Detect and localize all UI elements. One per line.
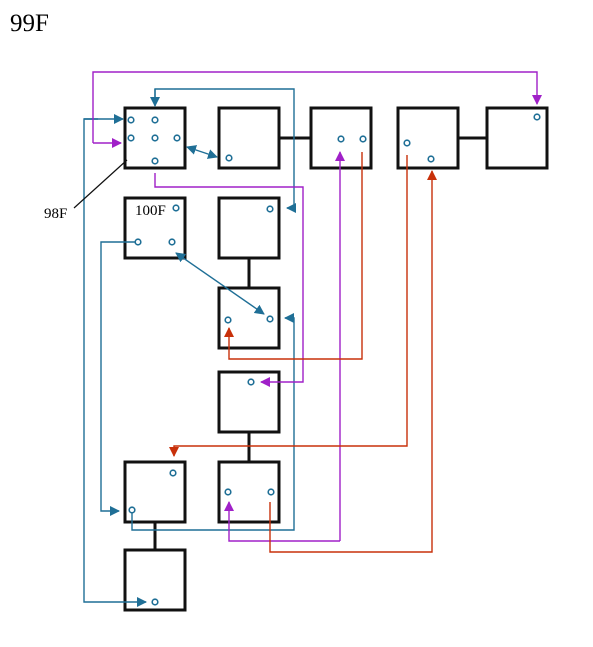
purple-wire-box3-box10: [224, 501, 340, 542]
blue-wire-box6-to-box11: [100, 241, 138, 516]
red-wire-box4-box11: [169, 155, 408, 457]
callout-leader-98: [73, 159, 128, 209]
callout-label-98: 98F: [44, 206, 67, 222]
purple-wire-box1-box9: [154, 173, 304, 387]
figure-label: 99F: [10, 10, 49, 37]
blue-wire-box11-return: [131, 313, 295, 531]
blue-wire-diagonal: [175, 252, 265, 315]
red-wire-box3-box8: [224, 152, 363, 360]
node-box-11: [123, 460, 187, 524]
red-wire-box4-box10: [269, 170, 437, 553]
port-dots: [127, 113, 541, 606]
purple-wire-top: [92, 71, 542, 143]
callout-label-100: 100F: [135, 203, 166, 219]
blue-wire-box1-box2: [186, 145, 218, 159]
